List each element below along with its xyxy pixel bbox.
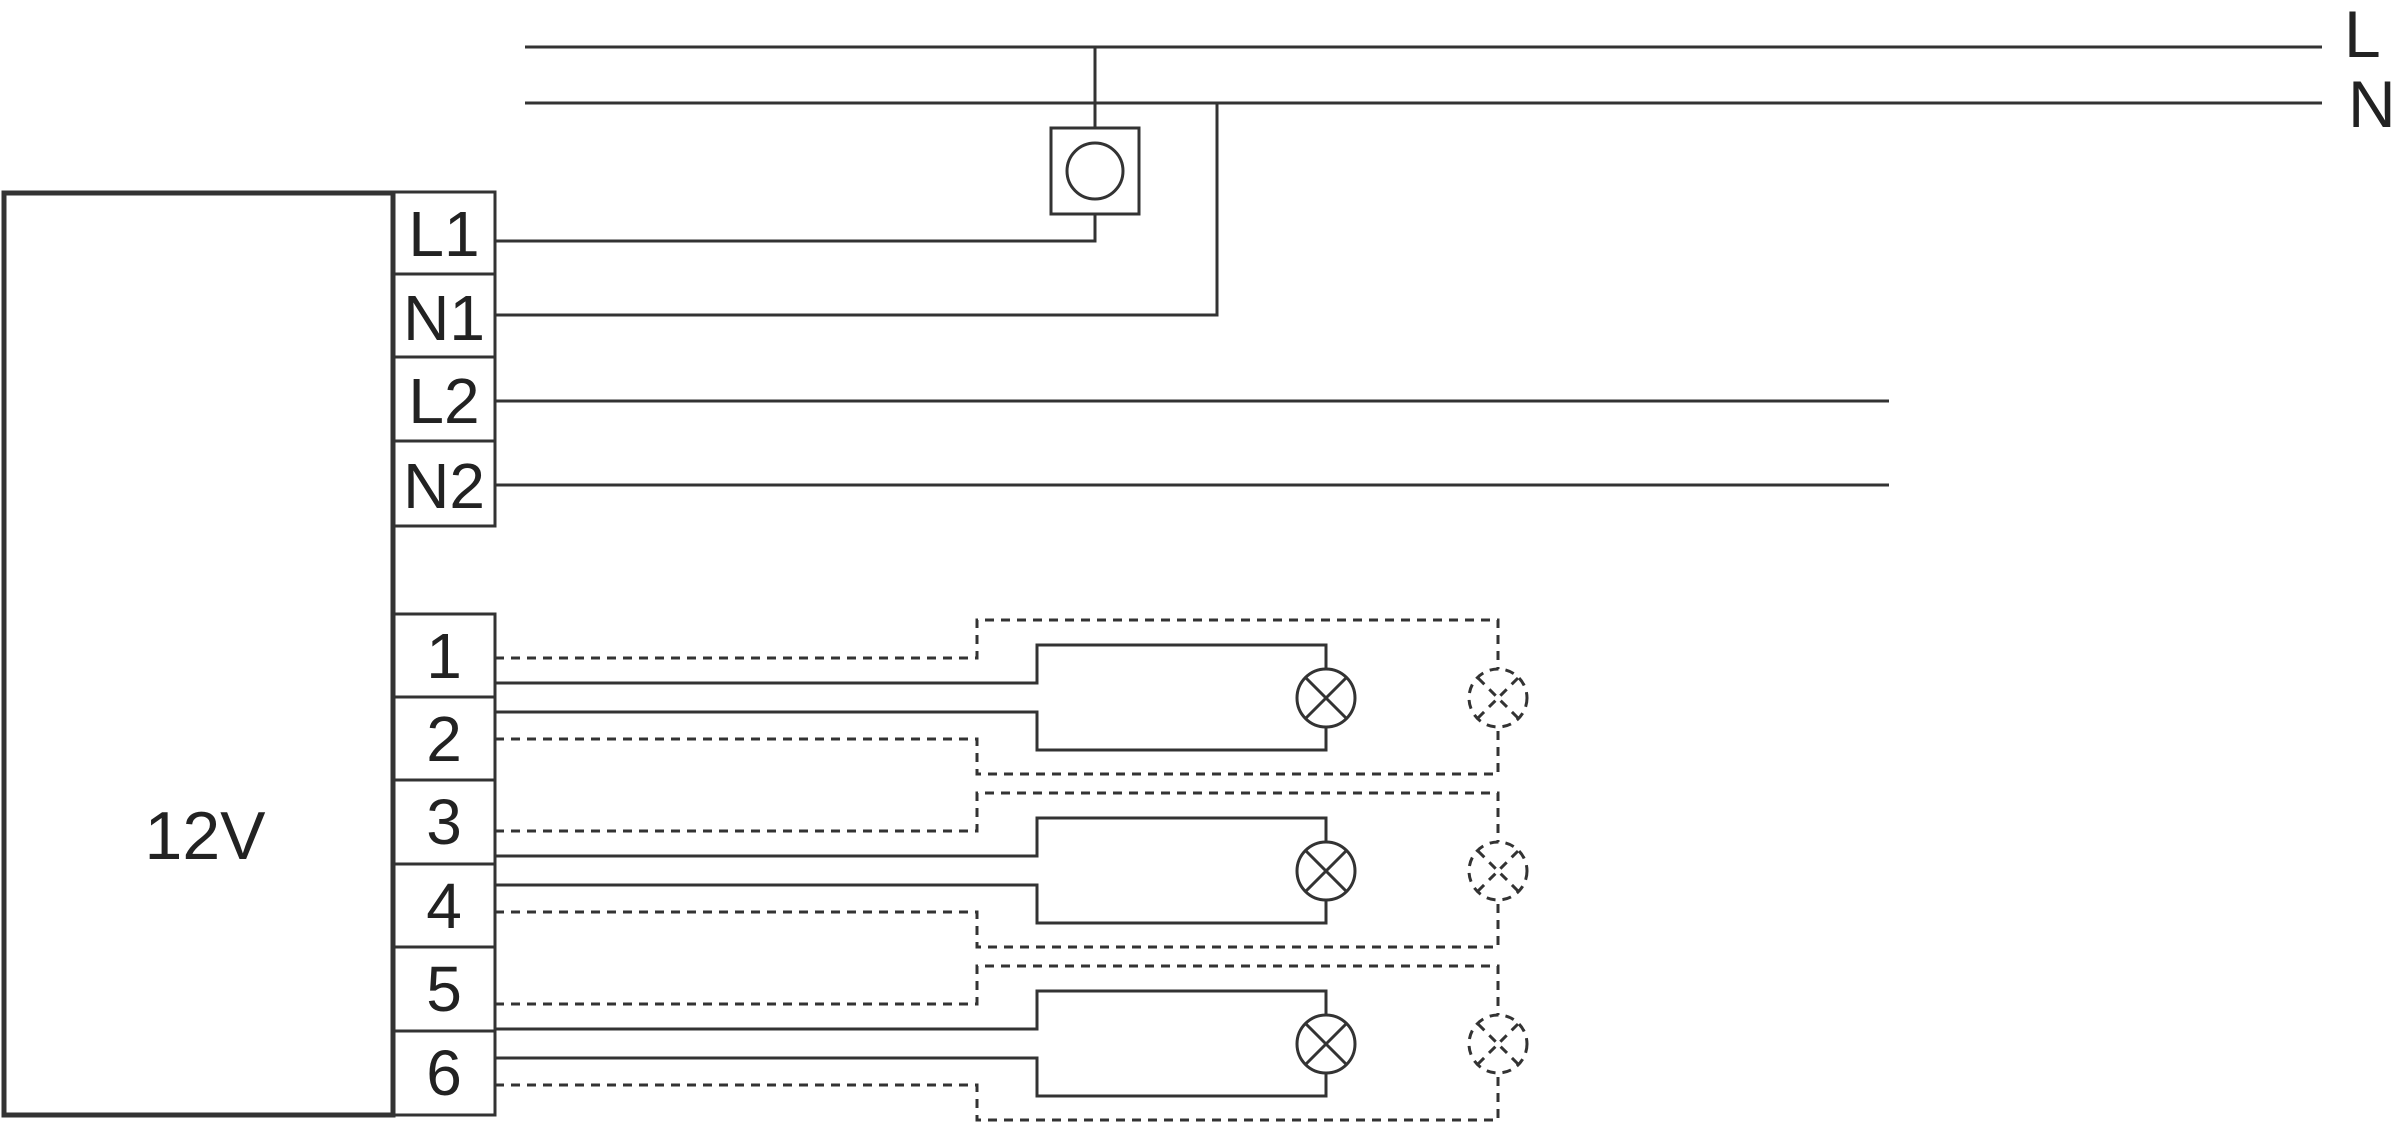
terminal-6: 6 (392, 1029, 497, 1117)
lamp-icon (1295, 1013, 1357, 1075)
terminal-5: 5 (392, 945, 497, 1033)
terminal-label: 2 (426, 703, 462, 775)
optional-lamp-wire (495, 791, 1500, 949)
terminal-l2: L2 (392, 355, 497, 443)
terminal-2: 2 (392, 695, 497, 782)
lamp-channels (495, 618, 1529, 1122)
terminal-label: 4 (426, 870, 462, 942)
lamp-channel (495, 791, 1529, 949)
terminal-label: 3 (426, 786, 462, 858)
terminal-1: 1 (392, 612, 497, 699)
terminal-label: 5 (426, 953, 462, 1025)
neutral-bus-label: N (2348, 67, 2396, 141)
lamp-wire (495, 989, 1328, 1098)
terminal-l1: L1 (392, 190, 497, 276)
terminal-label: L2 (408, 365, 479, 437)
terminal-label: L1 (408, 198, 479, 270)
lamp-wire (495, 643, 1328, 752)
optional-lamp-wire (495, 964, 1500, 1122)
lamp-wire (495, 816, 1328, 925)
lamp-channel (495, 964, 1529, 1122)
optional-lamp-icon (1467, 1013, 1529, 1075)
optional-lamp-wire (495, 618, 1500, 776)
terminal-n1: N1 (392, 272, 497, 359)
line-bus-label: L (2344, 0, 2381, 71)
lamp-cross (1304, 676, 1348, 720)
n1-wire (495, 103, 1219, 317)
terminal-label: 1 (426, 620, 462, 692)
switch-icon (1049, 126, 1141, 216)
lamp-cross (1304, 849, 1348, 893)
lamp-icon (1295, 840, 1357, 902)
terminal-n2: N2 (392, 439, 497, 528)
power-unit (1, 190, 396, 1118)
terminal-label: N2 (403, 450, 485, 522)
unit-voltage-label: 12V (145, 798, 267, 874)
terminal-label: 6 (426, 1037, 462, 1109)
terminal-label: N1 (403, 282, 485, 354)
lamp-channel (495, 618, 1529, 776)
lamp-cross (1304, 1022, 1348, 1066)
terminal-4: 4 (392, 862, 497, 949)
optional-lamp-circle (1467, 840, 1529, 902)
terminal-3: 3 (392, 778, 497, 866)
optional-lamp-circle (1467, 667, 1529, 729)
l1-wire (495, 214, 1097, 243)
optional-lamp-icon (1467, 840, 1529, 902)
optional-lamp-circle (1467, 1013, 1529, 1075)
lamp-icon (1295, 667, 1357, 729)
optional-lamp-icon (1467, 667, 1529, 729)
